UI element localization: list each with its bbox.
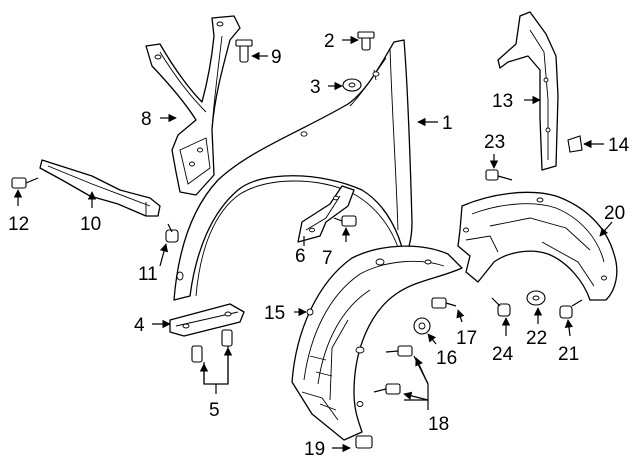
callout-label-3: 3 [310,77,321,98]
callout-label-7: 7 [322,248,333,269]
callout-label-6: 6 [295,246,306,267]
callout-label-23: 23 [484,132,505,153]
callout-4: 4 [134,315,171,336]
callout-6: 6 [295,236,306,267]
callout-label-22: 22 [526,328,547,349]
callout-label-1: 1 [442,113,453,134]
callout-label-24: 24 [492,344,514,365]
fender-bracket [145,15,241,196]
callout-label-2: 2 [324,31,335,52]
callout-22: 22 [526,307,547,349]
callout-label-10: 10 [80,214,101,235]
callout-16: 16 [427,333,457,369]
fasteners [11,31,583,449]
small-bracket [297,185,355,243]
callout-label-18: 18 [428,414,449,435]
callout-label-19: 19 [304,439,325,460]
lower-bracket [169,303,245,337]
seal-strip [39,159,161,217]
callout-label-20: 20 [604,203,625,224]
callout-9: 9 [251,47,282,68]
callout-label-13: 13 [492,91,513,112]
callout-label-4: 4 [134,315,145,336]
callout-label-8: 8 [141,109,152,130]
callout-8: 8 [141,109,177,130]
front-wheel-liner [291,245,463,441]
callout-label-15: 15 [264,303,285,324]
callout-23: 23 [484,132,505,169]
callout-19: 19 [304,439,351,460]
callout-10: 10 [80,191,101,235]
callout-label-14: 14 [608,135,630,156]
callout-24: 24 [492,317,514,365]
callout-11: 11 [138,243,169,285]
callout-2: 2 [324,31,359,52]
callout-18: 18 [403,355,449,435]
callout-7: 7 [322,227,351,269]
callout-13: 13 [492,91,541,112]
rear-wheel-liner [457,191,618,301]
callout-label-11: 11 [138,264,158,285]
callout-3: 3 [310,77,343,98]
callout-label-21: 21 [558,344,579,365]
callout-15: 15 [264,303,307,324]
callout-label-16: 16 [436,348,457,369]
callout-5: 5 [199,346,233,421]
pillar-trim [497,11,559,171]
callout-label-5: 5 [209,400,220,421]
callout-14: 14 [583,135,630,156]
callout-12: 12 [8,189,29,235]
callout-label-17: 17 [456,328,477,349]
callout-20: 20 [599,203,625,237]
callout-label-12: 12 [8,214,29,235]
callout-21: 21 [558,319,579,365]
callout-1: 1 [417,113,453,134]
callout-17: 17 [456,309,477,349]
fender [173,39,413,301]
callout-label-9: 9 [271,47,282,68]
